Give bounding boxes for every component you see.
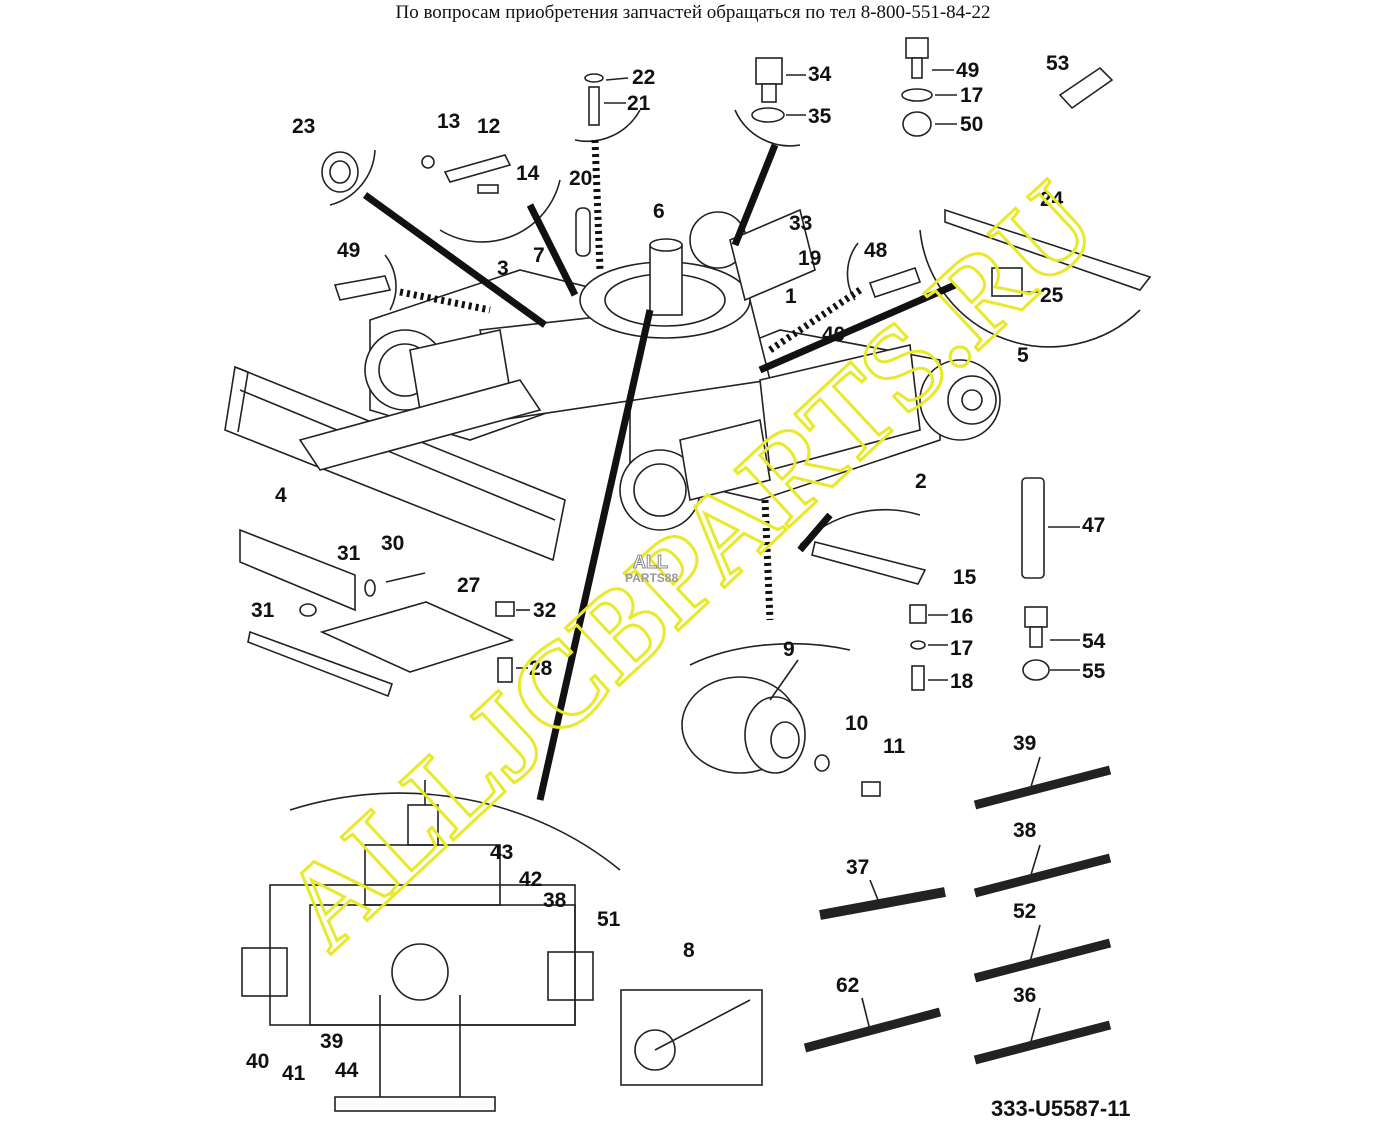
callout-40a: 40	[822, 323, 845, 346]
callout-48: 48	[864, 239, 888, 262]
callout-62: 62	[836, 974, 859, 997]
callout-12: 12	[477, 115, 500, 138]
callout-3: 3	[497, 257, 509, 280]
callout-43: 43	[490, 841, 513, 864]
callout-8: 8	[683, 939, 695, 962]
callout-15: 15	[953, 566, 977, 589]
callout-32: 32	[533, 599, 556, 622]
callout-7: 7	[533, 244, 545, 267]
callout-51: 51	[597, 908, 621, 931]
callout-leaders	[516, 69, 1080, 1046]
detail-arcs	[289, 109, 1141, 871]
callout-42: 42	[519, 868, 542, 891]
callout-1: 1	[785, 285, 797, 308]
undercarriage-frame-drawing	[364, 208, 1001, 531]
callout-53: 53	[1046, 52, 1069, 75]
callout-17b: 17	[960, 84, 983, 107]
callout-16: 16	[950, 605, 973, 628]
callout-6: 6	[653, 200, 665, 223]
callout-labels: 1 2 3 4 5 6 7 8 9 10 11 12 13 14 15 16 1…	[246, 52, 1106, 1085]
callout-52: 52	[1013, 900, 1036, 923]
callout-23: 23	[292, 115, 315, 138]
callout-33: 33	[789, 212, 812, 235]
callout-31b: 31	[251, 599, 275, 622]
callout-25: 25	[1040, 284, 1064, 307]
callout-49a: 49	[337, 239, 360, 262]
callout-35: 35	[808, 105, 832, 128]
callout-40b: 40	[246, 1050, 269, 1073]
callout-44: 44	[335, 1059, 359, 1082]
logo-bottom-text: PARTS88	[625, 571, 678, 585]
logo-top-text: ALL	[633, 552, 668, 572]
callout-36: 36	[1013, 984, 1036, 1007]
callout-49b: 49	[956, 59, 979, 82]
leader-lines	[362, 139, 957, 801]
dozer-blade-drawing	[224, 365, 566, 562]
callout-13: 13	[437, 110, 460, 133]
callout-30: 30	[381, 532, 404, 555]
drawing-code: 333-U5587-11	[991, 1096, 1130, 1121]
small-parts-drawings	[239, 37, 1152, 1086]
callout-4: 4	[275, 484, 287, 507]
callout-21: 21	[627, 92, 651, 115]
callout-41: 41	[282, 1062, 306, 1085]
callout-38a: 38	[1013, 819, 1037, 842]
callout-5: 5	[1017, 344, 1029, 367]
callout-9: 9	[783, 638, 795, 661]
callout-39a: 39	[1013, 732, 1036, 755]
callout-17a: 17	[950, 637, 973, 660]
callout-34: 34	[808, 63, 832, 86]
callout-50: 50	[960, 113, 983, 136]
callout-55: 55	[1082, 660, 1106, 683]
contact-header: По вопросам приобретения запчастей обращ…	[395, 2, 991, 23]
callout-38b: 38	[543, 889, 567, 912]
callout-14: 14	[516, 162, 540, 185]
callout-39b: 39	[320, 1030, 343, 1053]
callout-24: 24	[1040, 188, 1064, 211]
callout-2: 2	[915, 470, 927, 493]
callout-37: 37	[846, 856, 869, 879]
callout-19: 19	[798, 247, 821, 270]
hydraulic-schematic-drawing	[241, 780, 594, 1112]
callout-18: 18	[950, 670, 974, 693]
callout-10: 10	[845, 712, 868, 735]
callout-27: 27	[457, 574, 480, 597]
callout-20: 20	[569, 167, 592, 190]
center-logo: ALL PARTS88	[625, 552, 678, 586]
callout-54: 54	[1082, 630, 1106, 653]
callout-47: 47	[1082, 514, 1105, 537]
callout-28: 28	[529, 657, 553, 680]
callout-31a: 31	[337, 542, 361, 565]
callout-11: 11	[883, 735, 906, 758]
callout-22: 22	[632, 66, 655, 89]
